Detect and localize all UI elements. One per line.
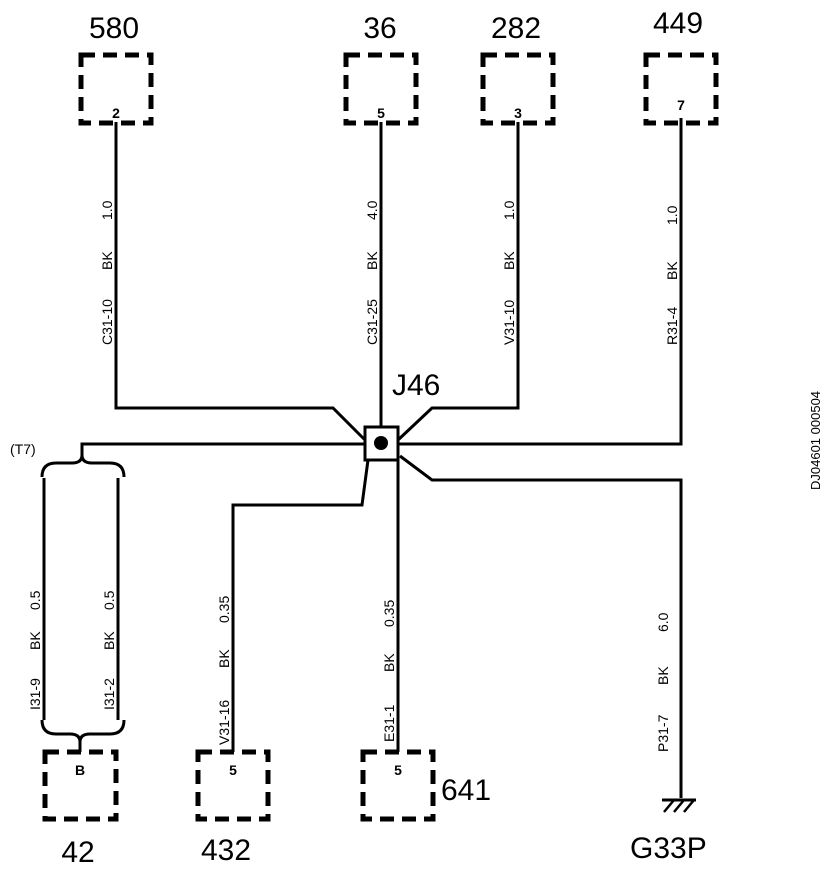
wire-circuit: V31-16 (216, 700, 232, 745)
connector-282-id: 282 (491, 12, 541, 45)
doc-id: DJ04601 000504 (808, 391, 823, 490)
connector-42-pin: B (75, 762, 85, 778)
brace-bottom (40, 719, 126, 743)
wire-circuit: C31-10 (99, 299, 115, 345)
wire-color: BK (101, 631, 117, 650)
brace-top (40, 454, 126, 478)
connector-42-body (42, 749, 119, 822)
connector-432-pin: 5 (229, 762, 237, 778)
wire-label-i31-2: I31-2 BK 0.5 (101, 590, 117, 710)
wire-c31-10 (114, 122, 367, 442)
wire-label-c31-10: C31-10 BK 1.0 (99, 200, 115, 345)
connector-580-body (78, 52, 154, 126)
wire-color: BK (381, 653, 397, 672)
connector-580-id: 580 (89, 12, 139, 45)
connector-36-body (343, 52, 419, 126)
wire-v31-16 (231, 459, 370, 752)
wire-gauge: 0.5 (27, 590, 43, 610)
wire-circuit: R31-4 (664, 307, 680, 345)
connector-449-id: 449 (653, 7, 703, 40)
wire-label-v31-10: V31-10 BK 1.0 (501, 200, 517, 345)
wire-label-c31-25: C31-25 BK 4.0 (364, 200, 380, 345)
harness-tag-t7: (T7) (10, 441, 36, 457)
wire-label-i31-9: I31-9 BK 0.5 (27, 590, 43, 710)
wire-label-e31-1: E31-1 BK 0.35 (381, 600, 397, 742)
wire-circuit: P31-7 (655, 714, 671, 752)
connector-282[interactable]: 282 3 (480, 12, 556, 126)
wire-gauge: 0.35 (216, 596, 232, 623)
connector-449-body (643, 52, 719, 126)
wire-circuit: E31-1 (381, 704, 397, 742)
connector-282-pin: 3 (514, 105, 522, 121)
wire-gauge: 1.0 (664, 205, 680, 225)
connector-432-id: 432 (201, 834, 251, 867)
connector-42[interactable]: B 42 (42, 749, 119, 869)
wire-gauge: 0.35 (381, 600, 397, 627)
wire-color: BK (664, 261, 680, 280)
wire-v31-10 (396, 122, 520, 442)
wire-p31-7 (399, 454, 683, 798)
connector-641-body (360, 749, 436, 822)
wire-color: BK (27, 631, 43, 650)
wire-gauge: 1.0 (99, 200, 115, 220)
ground-g33p[interactable]: G33P (630, 798, 707, 865)
splice-j46-box (363, 425, 400, 462)
connector-42-id: 42 (61, 836, 94, 869)
wire-gauge: 6.0 (655, 612, 671, 632)
wire-circuit: I31-9 (27, 678, 43, 710)
wire-gauge: 0.5 (101, 590, 117, 610)
wire-color: BK (99, 251, 115, 270)
ground-label: G33P (630, 832, 707, 865)
wire-label-v31-16: V31-16 BK 0.35 (216, 596, 232, 745)
connector-36-pin: 5 (377, 105, 385, 121)
connector-449-pin: 7 (677, 97, 685, 113)
wire-color: BK (216, 649, 232, 668)
connector-36[interactable]: 36 5 (343, 12, 419, 126)
wire-label-p31-7: P31-7 BK 6.0 (655, 612, 671, 752)
connector-432[interactable]: 5 432 (195, 749, 271, 867)
wire-circuit: I31-2 (101, 678, 117, 710)
wire-t7-trunk (80, 442, 365, 460)
connector-641-id: 641 (441, 774, 491, 807)
wire-color: BK (655, 666, 671, 685)
connector-449[interactable]: 449 7 (643, 7, 719, 126)
wire-gauge: 1.0 (501, 200, 517, 220)
wire-label-r31-4: R31-4 BK 1.0 (664, 205, 680, 345)
splice-j46-label: J46 (392, 369, 440, 402)
wire-gauge: 4.0 (364, 200, 380, 220)
connector-282-body (480, 52, 556, 126)
wire-color: BK (501, 251, 517, 270)
doc-id-text: DJ04601 000504 (808, 391, 823, 490)
ground-icon (663, 799, 695, 813)
connector-641[interactable]: 5 641 (360, 749, 491, 822)
wire-color: BK (364, 251, 380, 270)
wire-circuit: C31-25 (364, 299, 380, 345)
splice-j46-dot (374, 436, 388, 450)
connector-641-pin: 5 (394, 762, 402, 778)
connector-36-id: 36 (363, 12, 396, 45)
wire-r31-4 (398, 118, 683, 446)
connector-580-pin: 2 (112, 105, 120, 121)
splice-j46[interactable]: J46 (363, 369, 440, 462)
connector-580[interactable]: 580 2 (78, 12, 154, 126)
wire-circuit: V31-10 (501, 300, 517, 345)
connector-432-body (195, 749, 271, 822)
